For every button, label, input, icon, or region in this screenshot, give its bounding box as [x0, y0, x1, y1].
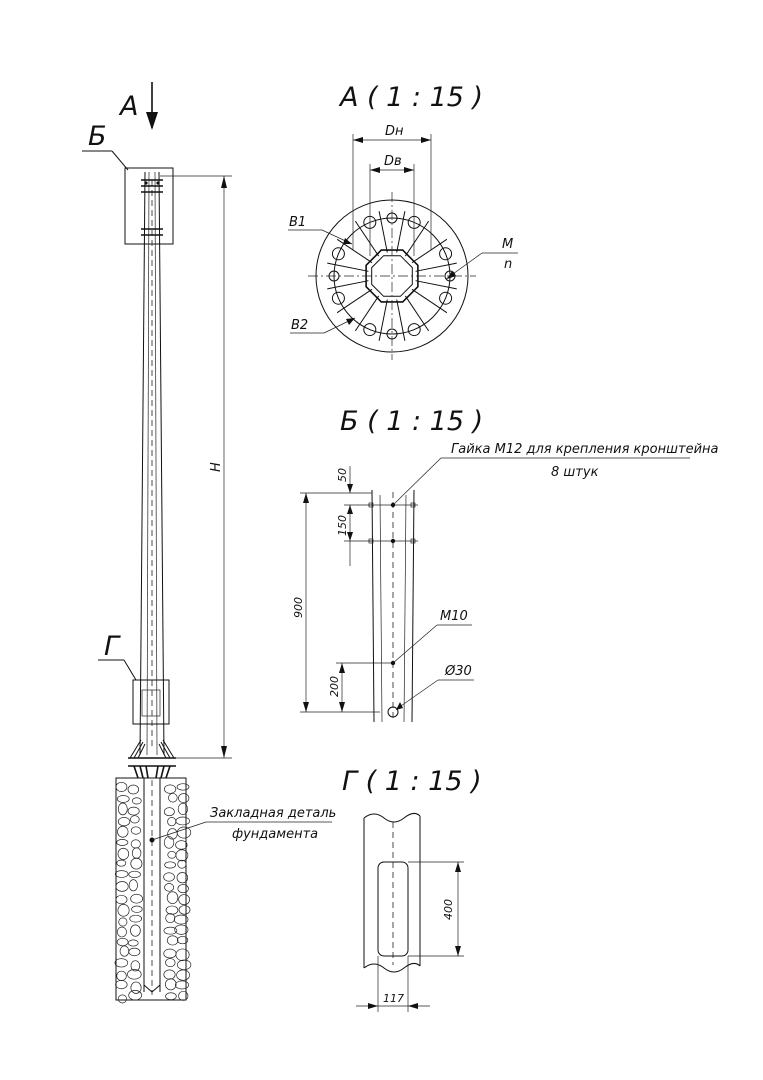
nut-label-line2: 8 штук	[551, 465, 599, 480]
dimension-400: 400	[408, 861, 464, 957]
dimension-dv: Dв	[369, 154, 415, 256]
n-label: n	[504, 257, 512, 272]
nut-callout: Гайка М12 для крепления кронштейна 8 шту…	[392, 442, 719, 506]
dim-150-label: 150	[336, 515, 349, 536]
dimension-150: 150	[336, 504, 372, 566]
callout-g: Г	[98, 631, 170, 725]
foundation-block	[114, 777, 192, 1004]
stiffener-ribs	[327, 211, 457, 341]
dim-200-label: 200	[328, 676, 341, 697]
b2-label: В2	[291, 318, 308, 333]
view-a-title: А ( 1 : 15 )	[338, 82, 483, 113]
pole-section-outer	[365, 249, 419, 303]
nut-row-lower	[368, 538, 418, 544]
m-label: М	[502, 237, 513, 252]
dimension-50: 50	[336, 466, 372, 514]
view-a: А ( 1 : 15 ) Dн Dв	[288, 82, 518, 360]
d30-callout: Ø30	[387, 664, 474, 718]
m10-label: М10	[440, 609, 468, 624]
dimension-200: 200	[328, 662, 393, 712]
view-b: Б ( 1 : 15 ) Гайка М12 для крепления кро…	[292, 406, 719, 723]
dim-h-label: Н	[209, 462, 224, 472]
dimension-900: 900	[292, 492, 380, 713]
nut-label-line1: Гайка М12 для крепления кронштейна	[451, 442, 719, 457]
service-opening	[377, 861, 409, 957]
dim-900-label: 900	[292, 597, 305, 618]
callout-b1: В1	[288, 215, 353, 245]
b1-label: В1	[289, 215, 306, 230]
callout-b2: В2	[290, 317, 356, 334]
dimension-117: 117	[356, 956, 430, 1012]
foundation-label-line1: Закладная деталь	[210, 806, 336, 821]
dim-dn-label: Dн	[385, 124, 404, 139]
main-pole-view: А Б	[82, 82, 336, 1004]
foundation-label-line2: фундамента	[232, 827, 318, 842]
arrow-a-label: А	[118, 91, 138, 122]
view-b-title: Б ( 1 : 15 )	[340, 406, 483, 437]
dim-50-label: 50	[336, 468, 349, 482]
view-g-title: Г ( 1 : 15 )	[342, 766, 482, 797]
dimension-dn: Dн	[352, 124, 432, 250]
foundation-callout: Закладная деталь фундамента	[149, 806, 336, 843]
m10-callout: М10	[390, 609, 472, 666]
dimension-h: Н	[160, 175, 232, 759]
dim-117-label: 117	[383, 992, 404, 1005]
d30-label: Ø30	[444, 664, 472, 679]
view-g: Г ( 1 : 15 ) 400 117	[342, 766, 482, 1012]
callout-g-label: Г	[104, 631, 121, 662]
pole-base-flange	[128, 739, 176, 779]
callout-b-label: Б	[88, 121, 107, 152]
detail-g-frame	[132, 679, 170, 725]
dim-dv-label: Dв	[384, 154, 402, 169]
dim-400-label: 400	[442, 899, 455, 920]
pole-section-inner	[371, 255, 413, 297]
view-a-arrow: А	[118, 82, 158, 130]
pole-shaft	[139, 171, 165, 756]
callout-m-n: М n	[445, 237, 518, 280]
